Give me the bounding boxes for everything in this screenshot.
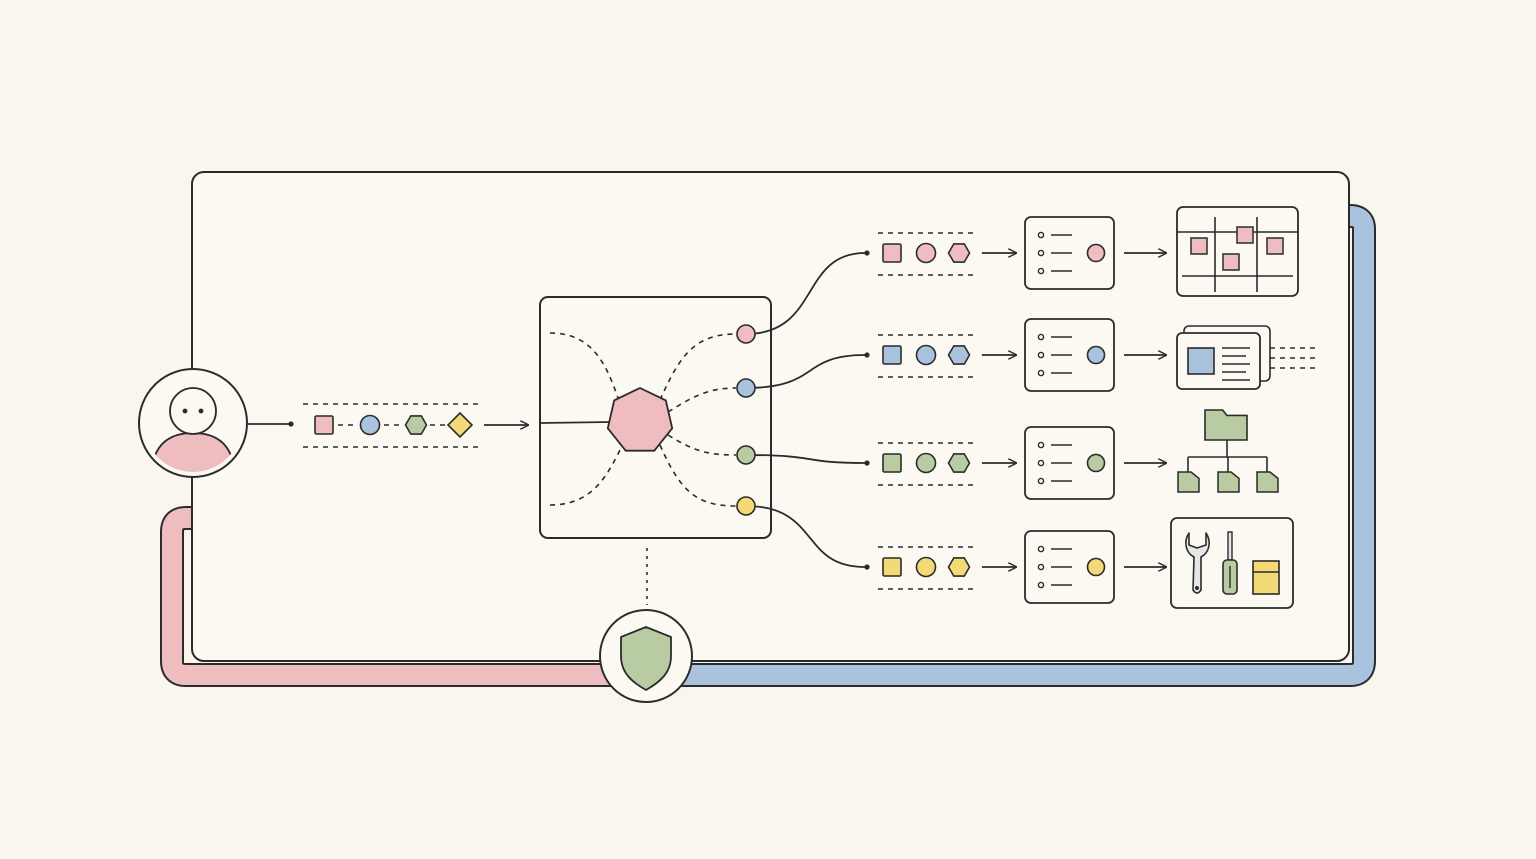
branch-connector <box>745 454 866 464</box>
hexagon-token <box>947 243 971 263</box>
shield-icon <box>599 609 693 703</box>
input-loop <box>162 508 646 685</box>
toolbox-icon <box>1170 517 1294 609</box>
checklist-bullet <box>1037 369 1045 377</box>
branch-connector <box>745 252 866 335</box>
branch-connector <box>745 505 866 568</box>
checklist-bullet <box>1037 351 1045 359</box>
hexagon-token <box>947 557 971 577</box>
square-token <box>882 453 902 473</box>
checklist-status-dot <box>1086 557 1106 577</box>
folder-tree-icon <box>1177 409 1279 493</box>
router-output-port <box>736 496 756 516</box>
router-dashed-path <box>659 444 737 507</box>
checklist-bullet <box>1037 333 1045 341</box>
circle-token <box>915 242 937 264</box>
input-token-group <box>303 403 528 448</box>
kanban-frame <box>1176 206 1299 297</box>
feedback-loops <box>160 204 1376 687</box>
avatar-head <box>169 387 217 435</box>
checklist-bullet <box>1037 581 1045 589</box>
circle-token <box>915 344 937 366</box>
checklist-status-dot <box>1086 453 1106 473</box>
checklist-bullet <box>1037 563 1045 571</box>
square-token <box>314 415 334 435</box>
wrench-icon <box>1185 532 1210 594</box>
checklist-bullet <box>1037 477 1045 485</box>
hexagon-token <box>947 345 971 365</box>
circle-token <box>915 556 937 578</box>
checklist-bullet <box>1037 459 1045 467</box>
router-box <box>539 296 772 605</box>
avatar-eye <box>198 408 204 414</box>
branch-blue <box>736 318 1316 398</box>
avatar-eye <box>182 408 188 414</box>
file-icon <box>1217 471 1240 493</box>
kanban-card <box>1190 237 1208 255</box>
connector-dot <box>864 564 870 570</box>
router-output-port <box>736 378 756 398</box>
checklist-status-dot <box>1086 243 1106 263</box>
circle-token <box>359 414 381 436</box>
checklist-bullet <box>1037 441 1045 449</box>
screwdriver-shaft <box>1227 531 1233 561</box>
branch-pink <box>736 206 1299 344</box>
connector-dot <box>288 421 294 427</box>
file-icon <box>1177 471 1200 493</box>
hexagon-token <box>404 415 428 435</box>
branch-yellow <box>736 496 1294 609</box>
document-front <box>1176 332 1261 390</box>
square-token <box>882 557 902 577</box>
branch-green <box>736 409 1279 500</box>
connector-dot <box>864 250 870 256</box>
checklist-bullet <box>1037 249 1045 257</box>
checklist-bullet <box>1037 231 1045 239</box>
kanban-board-icon <box>1176 206 1299 297</box>
router-output-port <box>736 324 756 344</box>
document-image <box>1187 347 1215 375</box>
kanban-card <box>1222 253 1240 271</box>
connector-dot <box>864 460 870 466</box>
square-token <box>882 345 902 365</box>
shield-body <box>620 626 672 691</box>
output-branches <box>736 206 1316 609</box>
box-icon <box>1252 560 1280 595</box>
checklist-bullet <box>1037 545 1045 553</box>
connector-dot <box>864 352 870 358</box>
circle-token <box>915 452 937 474</box>
router-dashed-path <box>659 333 737 401</box>
output-loop <box>646 206 1374 685</box>
wrench-hole <box>1195 586 1199 590</box>
square-token <box>882 243 902 263</box>
router-dashed-path <box>549 332 619 399</box>
checklist-bullet <box>1037 267 1045 275</box>
kanban-card <box>1266 237 1284 255</box>
file-icon <box>1256 471 1279 493</box>
router-dashed-path <box>549 449 621 506</box>
document-stack-icon <box>1176 325 1316 390</box>
checklist-status-dot <box>1086 345 1106 365</box>
folder-icon <box>1204 409 1248 441</box>
heptagon-router-icon <box>606 387 674 452</box>
branch-connector <box>745 354 866 389</box>
router-output-port <box>736 445 756 465</box>
diamond-token <box>446 411 474 439</box>
hexagon-token <box>947 453 971 473</box>
kanban-card <box>1236 226 1254 244</box>
router-input-line <box>539 421 613 424</box>
